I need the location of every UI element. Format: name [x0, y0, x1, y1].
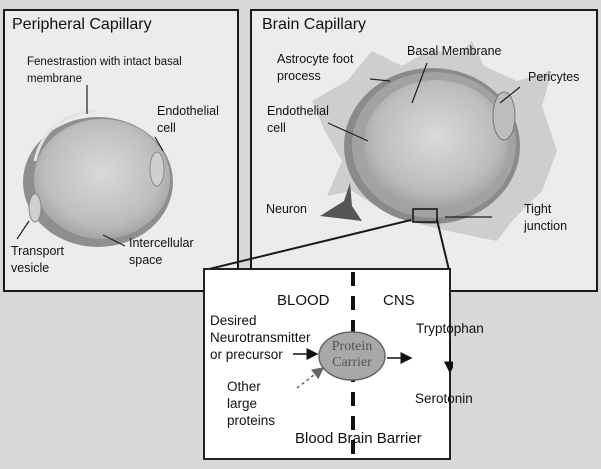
serotonin-label: Serotonin [415, 391, 473, 406]
neuron-label: Neuron [266, 202, 307, 216]
brain-capillary-panel: Brain Capillary Astrocyte foot process B… [250, 9, 598, 292]
other-large-proteins-label: Other large proteins [227, 379, 276, 428]
brain-endothelial-label: Endothelial cell [267, 104, 329, 135]
protein-carrier-shape [318, 331, 386, 381]
pericytes-label: Pericytes [528, 70, 580, 84]
basal-membrane-label: Basal Membrane [407, 44, 502, 58]
tight-junction-box [412, 208, 438, 223]
pericyte-shape [492, 91, 516, 141]
cns-label: CNS [383, 292, 415, 309]
brain-lumen [364, 80, 508, 208]
transport-vesicle-shape [28, 193, 42, 223]
blood-label: BLOOD [277, 292, 330, 309]
fenestration-label: Fenestrastion with intact basal membrane [27, 56, 182, 85]
peripheral-capillary-illustration [16, 85, 173, 247]
barrier-title: Blood Brain Barrier [295, 430, 422, 447]
desired-neurotransmitter-label: Desired Neurotransmitter or precursor [210, 313, 311, 362]
peripheral-endothelial-label: Endothelial cell [157, 104, 219, 135]
brain-capillary-illustration [312, 41, 557, 241]
pointer-transport [16, 220, 30, 240]
tryptophan-label: Tryptophan [416, 321, 484, 336]
intercellular-space-label: Intercellular space [129, 236, 194, 267]
endothelial-nucleus [149, 151, 165, 187]
peripheral-wall-highlight [33, 109, 96, 162]
brain-title: Brain Capillary [262, 16, 367, 33]
blood-brain-barrier-detail: BLOOD CNS Desired Neurotransmitter or pr… [203, 268, 484, 460]
protein-carrier-label: Protein Carrier [331, 339, 373, 370]
peripheral-capillary-panel: Peripheral Capillary Fenestrastion with … [3, 9, 239, 292]
peripheral-lumen [34, 119, 170, 239]
arrow-blocked-proteins [296, 367, 325, 389]
peripheral-title: Peripheral Capillary [12, 16, 152, 33]
astrocyte-label: Astrocyte foot process [277, 52, 354, 83]
transport-vesicle-label: Transport vesicle [11, 244, 65, 275]
neuron-shape [320, 183, 362, 221]
pointer-pericytes [499, 86, 521, 104]
pointer-endothelial-brain [327, 122, 369, 142]
pointer-intercellular [102, 234, 126, 247]
pointer-basal [411, 62, 428, 104]
tight-junction-label: Tight junction [524, 202, 568, 233]
pointer-endothelial [154, 136, 164, 152]
detail-illustration [293, 272, 453, 460]
pointer-astrocyte [369, 78, 391, 82]
